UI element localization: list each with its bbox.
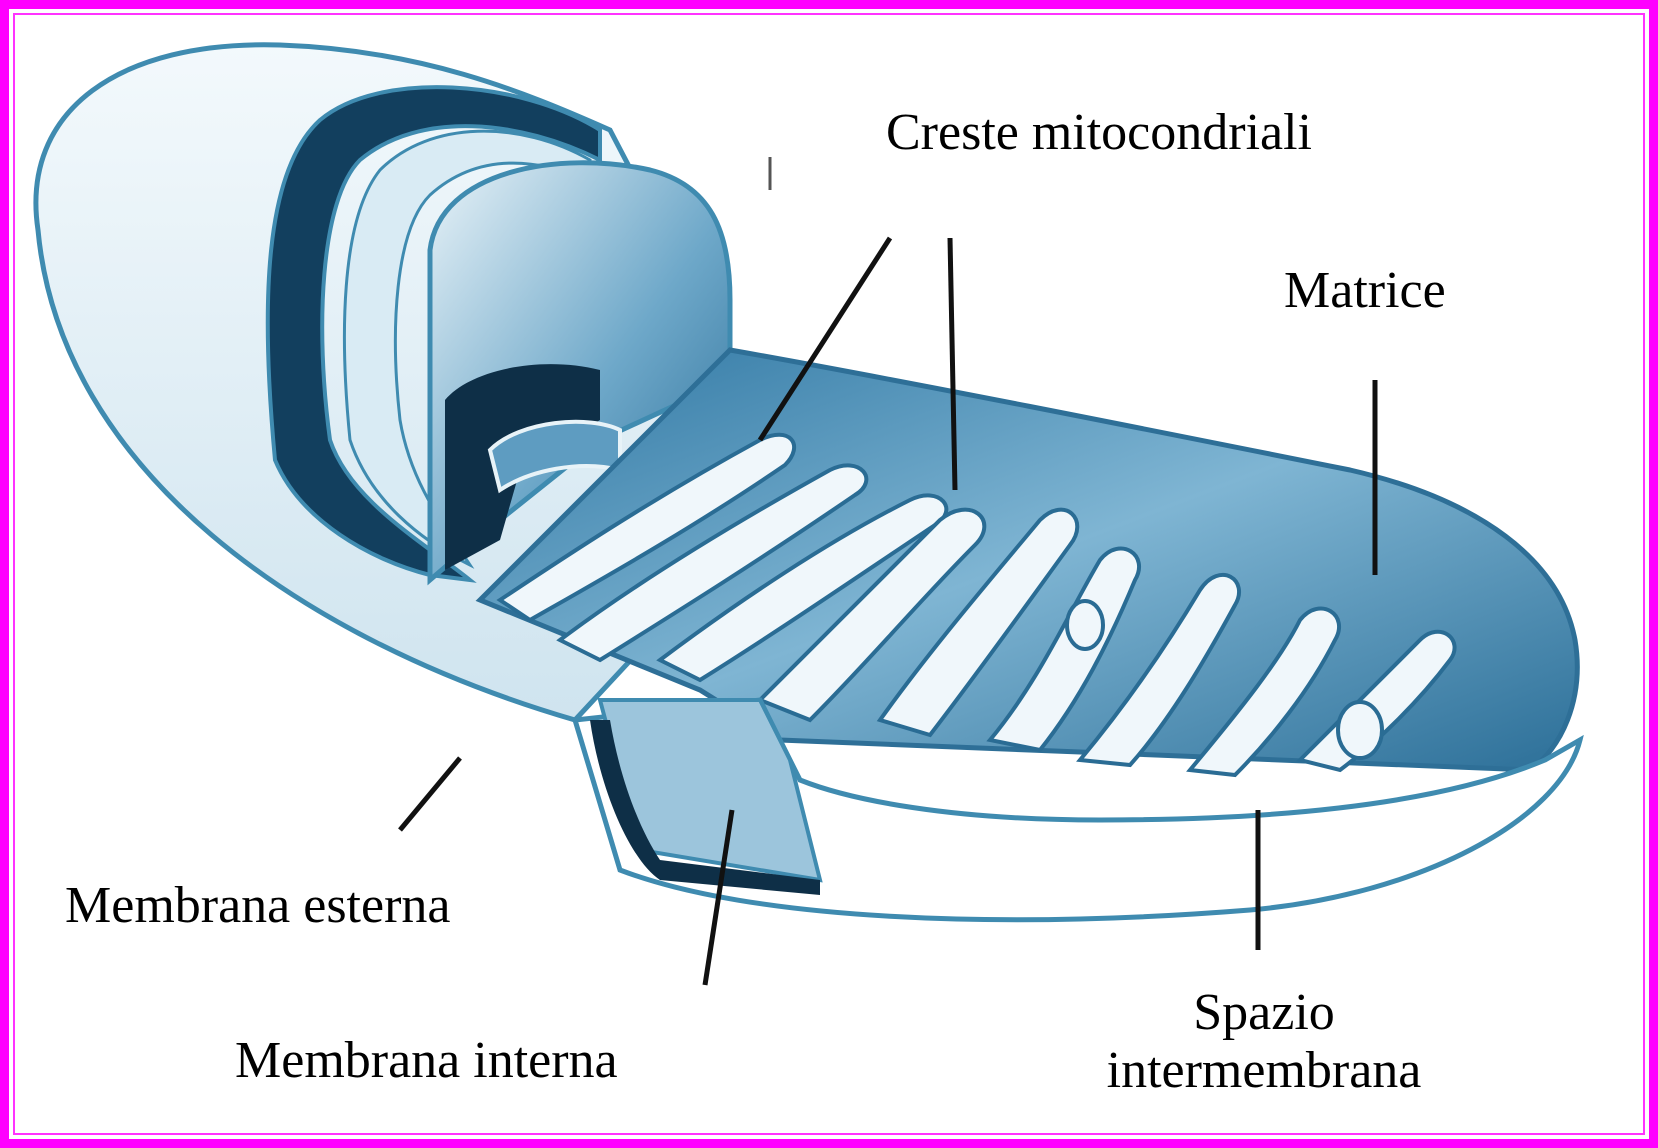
label-membrana-interna: Membrana interna	[235, 1032, 618, 1090]
label-matrice: Matrice	[1284, 262, 1446, 320]
leader-membrana-esterna	[400, 758, 460, 830]
label-spazio-line1: Spazio	[1064, 984, 1464, 1042]
label-membrana-esterna: Membrana esterna	[65, 877, 450, 935]
label-creste-mitocondriali: Creste mitocondriali	[886, 104, 1312, 162]
label-spazio-line2: intermembrana	[1064, 1042, 1464, 1100]
label-spazio-intermembrana: Spazio intermembrana	[1064, 984, 1464, 1100]
